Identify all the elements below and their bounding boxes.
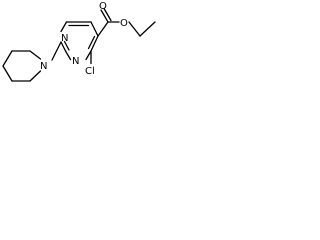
bond-pip-lower-right	[29, 70, 42, 82]
bond-c5-c4	[90, 21, 99, 37]
bond-pip-left	[2, 50, 13, 67]
bond-c4-c3	[90, 35, 99, 52]
atom-label-o-carbonyl: O	[99, 1, 107, 12]
bond-c4-c3-double	[87, 35, 96, 50]
bond-c5-carbonyl	[97, 21, 109, 37]
bond-carbonyl-o-double-1	[100, 9, 109, 23]
bond-n1-c6	[60, 21, 68, 33]
bond-n-pip-c-upper	[29, 50, 42, 60]
bond-o-ethyl	[128, 21, 141, 37]
bond-c3-n3	[85, 50, 92, 61]
ethyl-ester-group	[97, 7, 156, 37]
atom-label-chloro: Cl	[85, 66, 95, 77]
bond-n3-c2	[64, 50, 72, 61]
bond-c2-n-piperidine	[51, 41, 62, 61]
atom-label-n-ring-upper: N	[61, 33, 68, 44]
pyrimidine-ring	[60, 21, 99, 61]
bond-c2-n1-double	[63, 40, 70, 51]
bond-pip-lower-left	[2, 65, 13, 82]
atom-label-o-ester: O	[120, 18, 128, 29]
chemical-structure-diagram: N N N Cl O O	[2, 1, 156, 82]
bond-carbonyl-o-double-2	[103, 7, 112, 22]
atom-label-n-ring-lower: N	[72, 56, 79, 67]
bond-c2-n1	[60, 41, 67, 52]
piperidine-ring	[2, 41, 62, 82]
bond-ethyl-methyl	[139, 21, 156, 37]
atom-label-n-piperidine: N	[40, 61, 47, 72]
